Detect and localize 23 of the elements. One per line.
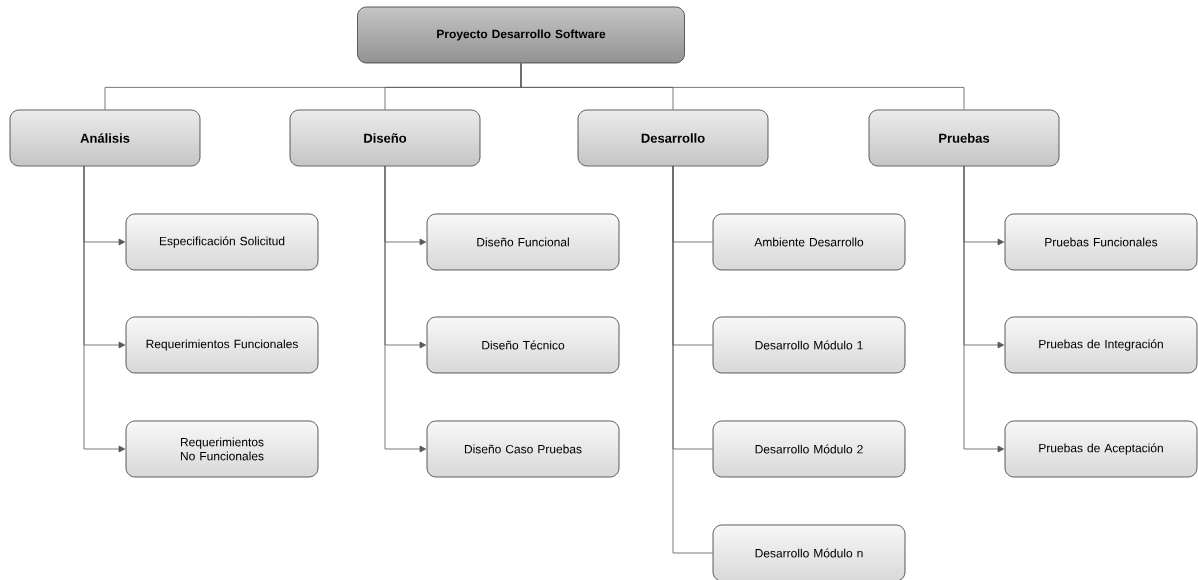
task-box: Desarrollo Módulo n bbox=[712, 524, 906, 580]
connector bbox=[384, 165, 427, 453]
task-box: Requerimientos No Funcionales bbox=[125, 420, 319, 478]
task-box: Diseño Técnico bbox=[426, 316, 620, 374]
phase-box: Desarrollo bbox=[577, 109, 769, 167]
task-box: Pruebas de Integración bbox=[1004, 316, 1198, 374]
phase-box: Diseño bbox=[289, 109, 481, 167]
task-box: Desarrollo Módulo 2 bbox=[712, 420, 906, 478]
connector bbox=[672, 165, 713, 554]
connector bbox=[963, 165, 1005, 453]
root-box: Proyecto Desarrollo Software bbox=[357, 6, 685, 64]
task-box: Pruebas Funcionales bbox=[1004, 213, 1198, 271]
task-box: Desarrollo Módulo 1 bbox=[712, 316, 906, 374]
connector bbox=[83, 165, 126, 453]
task-box: Especificación Solicitud bbox=[125, 213, 319, 271]
task-box: Diseño Funcional bbox=[426, 213, 620, 271]
connector bbox=[520, 63, 965, 110]
task-box: Pruebas de Aceptación bbox=[1004, 420, 1198, 478]
task-box: Requerimientos Funcionales bbox=[125, 316, 319, 374]
phase-box: Pruebas bbox=[868, 109, 1060, 167]
phase-box: Análisis bbox=[9, 109, 201, 167]
task-box: Diseño Caso Pruebas bbox=[426, 420, 620, 478]
task-box: Ambiente Desarrollo bbox=[712, 213, 906, 271]
